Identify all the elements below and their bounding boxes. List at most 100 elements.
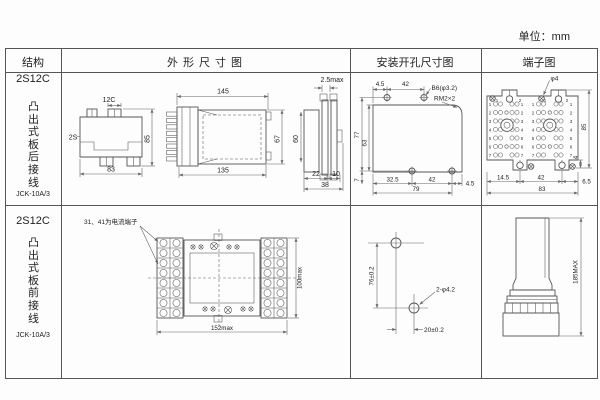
drawing-shape [191, 245, 195, 249]
drawing-shape [172, 239, 181, 247]
hole-count-label: 2-φ4.2 [436, 287, 455, 294]
drawing-shape [509, 289, 556, 297]
dim-76: 76±0.2 [369, 266, 376, 285]
dim-25max: 2.5max [321, 77, 344, 84]
drawing-shape [166, 111, 178, 117]
drawing-shape [425, 88, 431, 96]
drawing-shape [558, 152, 564, 158]
drawing-shape [263, 269, 272, 277]
hole-spec-label: B6(φ3.2) [432, 85, 458, 92]
header-outline: 外形尺寸图 [167, 57, 247, 69]
terminal-number: 2 [532, 110, 535, 115]
dim-42-terminal: 42 [538, 175, 545, 182]
terminal-number: 2 [519, 98, 522, 103]
drawing-shape [166, 118, 178, 123]
drawing-shape [159, 279, 168, 287]
table-border [5, 72, 598, 73]
drawing-shape [558, 118, 564, 124]
drawing-shape [498, 144, 503, 149]
drawing-shape [504, 302, 559, 314]
screw-icon [210, 306, 216, 312]
terminal-number: 7 [521, 153, 524, 158]
drawing-shape [159, 309, 168, 317]
row2-mount-type: 凸出式板前接线 [28, 237, 39, 325]
drawing-shape [500, 118, 514, 132]
drawing-shape [536, 127, 541, 132]
drawing-shape [541, 135, 546, 141]
drawing-shape [263, 249, 272, 257]
drawing-shape [509, 110, 515, 115]
drawing-shape [536, 135, 541, 141]
terminal-number: 1 [570, 102, 573, 107]
panel-view-drawing: 2.5max 60 22 10 38 [293, 77, 344, 192]
drawing-shape [558, 101, 564, 107]
profile-pins [512, 303, 551, 313]
drawing-shape [329, 173, 338, 181]
drawing-shape [489, 95, 496, 102]
drawing-shape [546, 121, 554, 129]
drawing-shape [166, 156, 178, 162]
drawing-shape [227, 245, 231, 249]
current-terminal-note: 31、41为电流端子 [84, 217, 138, 226]
header-install: 安装开孔尺寸图 [376, 57, 454, 69]
screw-icon [210, 242, 218, 250]
drawing-shape [211, 307, 215, 311]
terminal-number: 4 [570, 127, 573, 132]
drawing-shape [263, 259, 272, 267]
drawing-shape [514, 110, 520, 115]
dim-height-85: 85 [145, 135, 152, 143]
drawing-shape [558, 110, 564, 115]
terminal-number: 2 [566, 98, 569, 103]
drawing-shape [172, 279, 181, 287]
dim-45-top: 4.5 [376, 81, 385, 88]
terminal-number: 7 [489, 153, 492, 158]
drawing-shape [553, 101, 559, 107]
drawing-shape [569, 163, 576, 170]
drawing-shape [197, 109, 267, 165]
terminal-number: 1 [489, 102, 492, 107]
drawing-shape [199, 245, 203, 249]
table-border [5, 48, 598, 49]
terminal-number: 7 [532, 153, 535, 158]
table-border [5, 205, 598, 206]
drawing-shape [554, 95, 563, 103]
drawing-shape [372, 104, 463, 173]
drawing-shape [558, 135, 564, 141]
drawing-shape [498, 135, 503, 141]
terminal-number: 1 [496, 98, 499, 103]
dim-83-terminal: 83 [539, 186, 546, 193]
drawing-shape [235, 245, 239, 249]
table-border [5, 48, 6, 378]
drawing-shape [276, 269, 285, 277]
drawing-shape [553, 152, 559, 158]
row2-code: JCK-10A/3 [16, 332, 50, 339]
terminal-number: 5 [521, 136, 524, 141]
drawing-shape [203, 307, 207, 311]
drawing-shape [172, 249, 181, 257]
drawing-shape [80, 141, 142, 151]
terminal-number: 3 [521, 119, 524, 124]
screw-icon [234, 244, 240, 250]
terminal-number: 1 [532, 102, 535, 107]
drawing-shape [319, 93, 328, 102]
drawing-shape [558, 161, 566, 169]
drawing-shape [498, 101, 503, 107]
drawing-shape [139, 225, 159, 265]
drawing-shape [159, 239, 168, 247]
drawing-shape [172, 309, 181, 317]
drawing-shape [172, 259, 181, 267]
drawing-shape [172, 299, 181, 307]
drawing-shape [276, 309, 285, 317]
drawing-shape [509, 135, 515, 141]
dim-135: 135 [217, 168, 229, 175]
drawing-shape [493, 127, 498, 132]
drawing-shape [265, 151, 272, 161]
terminal-number: 3 [489, 119, 492, 124]
dim-63: 63 [362, 139, 369, 146]
drawing-shape [493, 135, 498, 141]
drawing-shape [553, 144, 559, 149]
screw-icon [226, 244, 232, 250]
drawing-shape [172, 269, 181, 277]
